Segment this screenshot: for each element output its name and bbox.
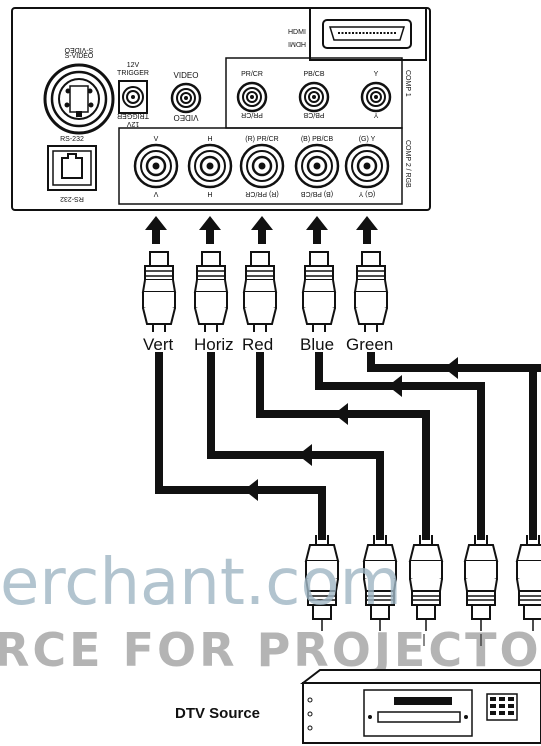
rs232-label-flipped: RS-232 [60, 195, 84, 202]
comp1-port-y[interactable] [360, 81, 392, 113]
cable-vert [155, 352, 326, 540]
source-plug-green [516, 534, 541, 632]
svideo-label-flipped: S-VIDEO [64, 46, 93, 53]
svideo-port[interactable] [43, 63, 115, 135]
hdmi-label-flipped: HDMI [288, 40, 306, 47]
arrow-left-icon [298, 444, 334, 466]
cable-plug-green [354, 251, 388, 333]
comp2-port-g[interactable] [344, 143, 390, 189]
rs232-port[interactable] [47, 145, 97, 191]
comp2-port-b[interactable] [294, 143, 340, 189]
cable-plug-red [243, 251, 277, 333]
comp2-port-label: H [207, 136, 212, 143]
trigger-label-flipped: 12VTRIGGER [117, 112, 149, 127]
comp1-port-label-flipped: Y [373, 111, 378, 118]
svideo-label: S-VIDEO [65, 53, 94, 60]
source-plug-red [409, 534, 443, 632]
comp1-port-label-flipped: PB/CB [303, 111, 324, 118]
hdmi-port[interactable] [309, 7, 427, 61]
video-label-flipped: VIDEO [174, 113, 199, 122]
watermark-line1: erchant.com [0, 546, 402, 620]
arrow-up-icon [356, 216, 378, 244]
arrow-up-icon [145, 216, 167, 244]
comp1-port-label: Y [374, 71, 379, 78]
comp2-port-label: (B) PB/CB [301, 136, 334, 143]
cable-green [367, 352, 541, 372]
comp2-port-v[interactable] [133, 143, 179, 189]
hdmi-label: HDMI [288, 29, 306, 36]
cable-plug-blue [302, 251, 336, 333]
comp2-port-label-flipped: H [207, 190, 212, 197]
comp2-port-label-flipped: (B) PB/CB [301, 190, 334, 197]
video-label: VIDEO [174, 71, 199, 80]
comp1-port-pb[interactable] [298, 81, 330, 113]
rs232-label: RS-232 [60, 136, 84, 143]
comp1-port-label: PR/CR [241, 71, 263, 78]
trigger-port[interactable] [118, 80, 148, 114]
comp2-title: COMP 2 / RGB [404, 140, 411, 188]
arrow-left-icon [334, 403, 370, 425]
comp2-port-label-flipped: V [153, 190, 158, 197]
comp2-port-label: (G) Y [359, 136, 376, 143]
cable-plug-horiz [194, 251, 228, 333]
watermark-line2: RCE FOR PROJECTOR LAMPS [0, 623, 541, 677]
dtv-source-device [300, 634, 541, 744]
comp2-port-r[interactable] [239, 143, 285, 189]
cable-label-blue: Blue [300, 335, 334, 354]
arrow-left-icon [244, 479, 280, 501]
video-port[interactable] [170, 82, 202, 114]
arrow-up-icon [199, 216, 221, 244]
cable-label-horiz: Horiz [194, 335, 234, 354]
cable-horiz [207, 352, 384, 540]
comp1-port-label: PB/CB [303, 71, 324, 78]
source-plug-blue [464, 534, 498, 632]
comp2-frame [118, 127, 403, 205]
comp2-port-label: (R) PR/CR [245, 136, 278, 143]
cable-label-vert: Vert [143, 335, 174, 354]
comp1-port-label-flipped: PR/CR [241, 111, 263, 118]
comp1-port-pr[interactable] [236, 81, 268, 113]
arrow-up-icon [306, 216, 328, 244]
arrow-left-icon [444, 357, 480, 379]
comp2-port-label-flipped: (G) Y [358, 190, 375, 197]
cable-plug-vert [142, 251, 176, 333]
comp1-title: COMP 1 [404, 70, 411, 97]
cable-label-green: Green [346, 335, 393, 354]
comp2-port-label-flipped: (R) PR/CR [245, 190, 278, 197]
arrow-left-icon [388, 375, 424, 397]
comp2-port-label: V [154, 136, 159, 143]
comp2-port-h[interactable] [187, 143, 233, 189]
cable-label-red: Red [242, 335, 273, 354]
source-label: DTV Source [175, 705, 260, 722]
arrow-up-icon [251, 216, 273, 244]
